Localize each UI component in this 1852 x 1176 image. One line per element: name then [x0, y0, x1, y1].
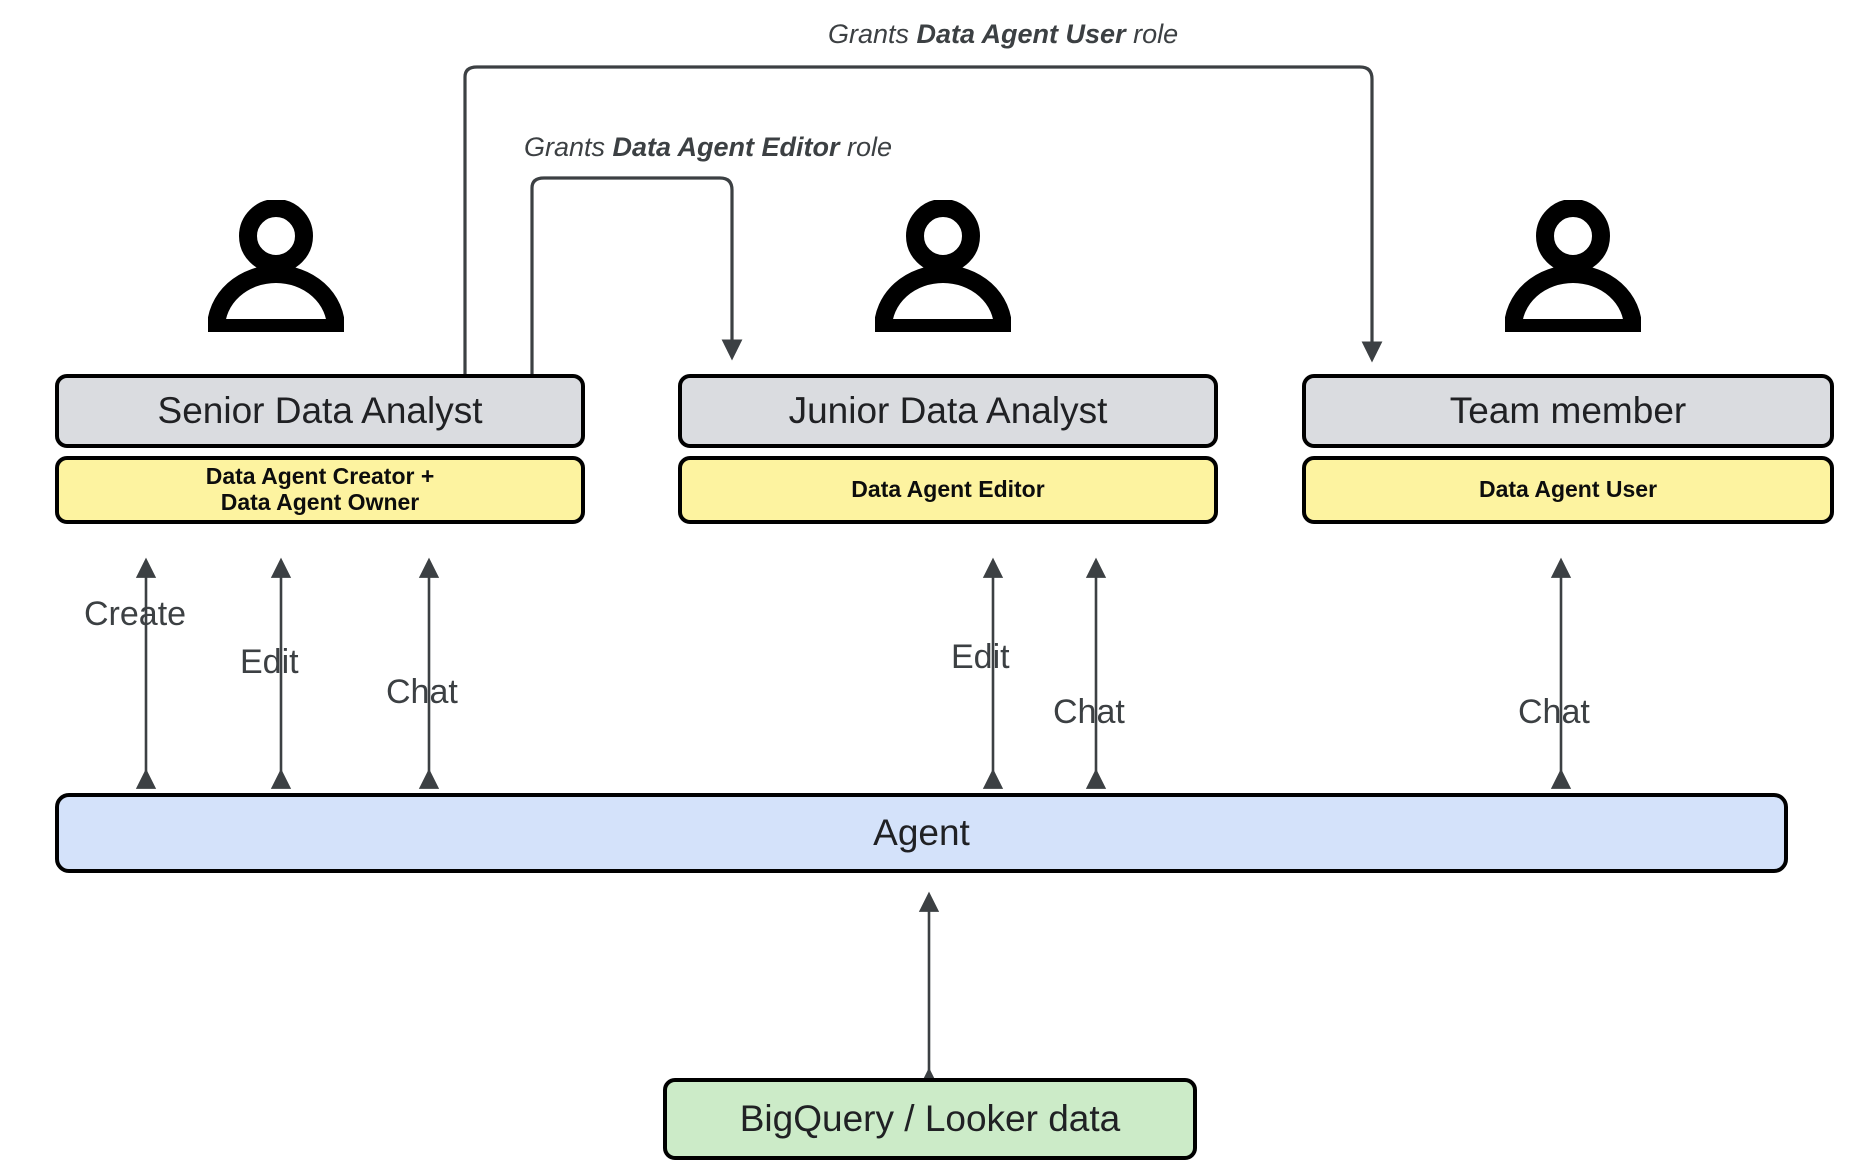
connector-label-data-agent-editor: Grants Data Agent Editor role [524, 132, 892, 163]
persona-permission-line-2: Data Agent Owner [220, 489, 420, 515]
connector-label-data-agent-user: Grants Data Agent User role [828, 19, 1178, 50]
persona-title-senior-data-analyst[interactable]: Senior Data Analyst [55, 374, 585, 448]
persona-permission-team-member[interactable]: Data Agent User [1302, 456, 1834, 524]
connector-grants-data-agent-editor [530, 176, 743, 374]
agent-label: Agent [873, 812, 970, 854]
flow-label-junior-chat: Chat [1053, 693, 1125, 731]
persona-title-team-member[interactable]: Team member [1302, 374, 1834, 448]
data-source-node[interactable]: BigQuery / Looker data [663, 1078, 1197, 1160]
person-icon [1505, 200, 1641, 332]
person-icon [875, 200, 1011, 332]
persona-title-junior-data-analyst[interactable]: Junior Data Analyst [678, 374, 1218, 448]
data-source-label: BigQuery / Looker data [739, 1098, 1121, 1140]
person-icon [208, 200, 344, 332]
flow-label-senior-edit: Edit [240, 643, 299, 681]
persona-permission-junior-data-analyst[interactable]: Data Agent Editor [678, 456, 1218, 524]
flow-label-senior-chat: Chat [386, 673, 458, 711]
persona-permission-senior-data-analyst[interactable]: Data Agent Creator + Data Agent Owner [55, 456, 585, 524]
connector-label-prefix: Grants [524, 132, 613, 162]
persona-title-label: Senior Data Analyst [157, 390, 483, 432]
connector-label-prefix: Grants [828, 19, 917, 49]
persona-title-label: Team member [1449, 390, 1687, 432]
flow-label-senior-create: Create [84, 595, 187, 633]
connector-label-suffix: role [1125, 19, 1179, 49]
persona-title-label: Junior Data Analyst [788, 390, 1108, 432]
connector-label-suffix: role [839, 132, 893, 162]
flow-label-junior-edit: Edit [951, 638, 1010, 676]
connector-label-role: Data Agent Editor [612, 132, 840, 162]
persona-permission-line-1: Data Agent Creator + [205, 463, 435, 490]
persona-permission-line-1: Data Agent Editor [851, 476, 1045, 503]
flow-label-team-chat: Chat [1518, 693, 1590, 731]
connector-label-role: Data Agent User [916, 19, 1126, 49]
agent-node[interactable]: Agent [55, 793, 1788, 873]
persona-permission-line-1: Data Agent User [1478, 476, 1658, 503]
